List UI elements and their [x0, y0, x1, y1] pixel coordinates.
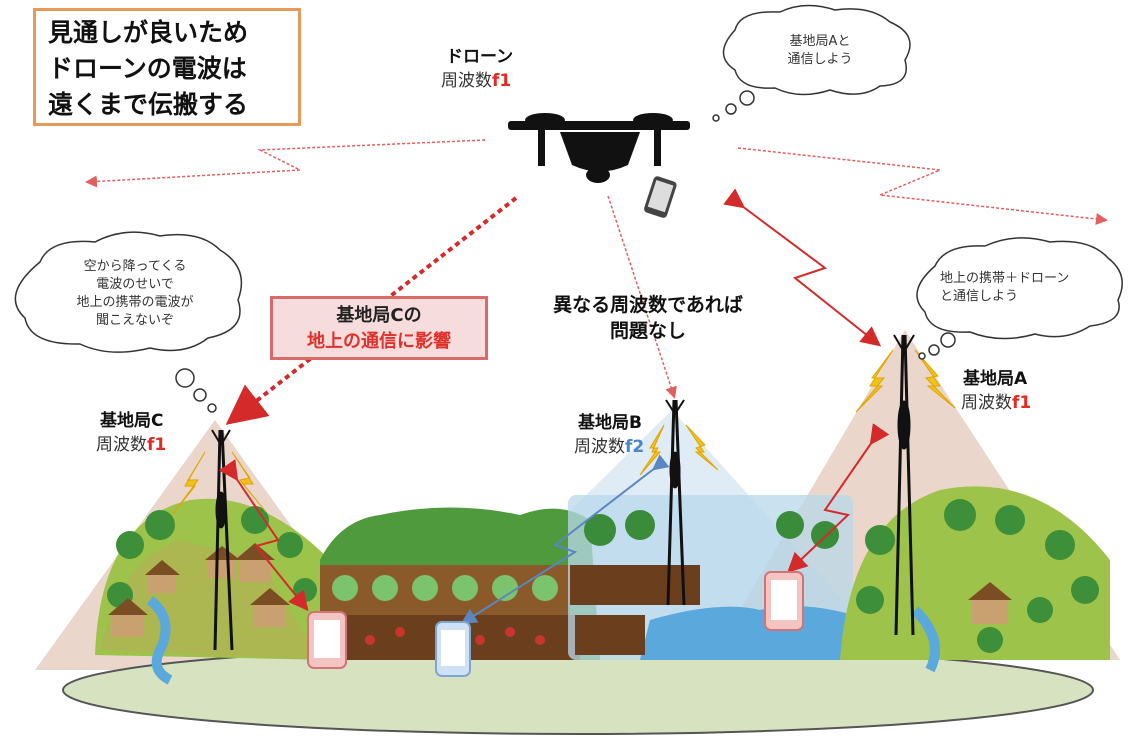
- station-c-thought-line-1: 空から降ってくる: [83, 259, 187, 274]
- headline-line-1: 見通しが良いため: [48, 18, 249, 47]
- drone-name: ドローン: [446, 47, 514, 67]
- smartphone-icon: [644, 176, 677, 218]
- station-c-thought-line-4: 聞こえないぞ: [95, 313, 174, 328]
- station-a-thought-line-1: 地上の携帯＋ドローン: [940, 271, 1070, 286]
- thought-cloud-drone: [712, 4, 911, 122]
- station-c-thought-line-3: 地上の携帯の電波が: [76, 295, 194, 310]
- impact-note-line-2: 地上の通信に影響: [307, 331, 451, 352]
- station-c-freq-label: 周波数f1: [96, 430, 166, 455]
- station-c-name: 基地局C: [100, 411, 164, 431]
- station-a-freq-label: 周波数f1: [961, 388, 1031, 413]
- drone-thought-line-2: 通信しよう: [787, 52, 853, 67]
- house-icon: [968, 582, 1012, 624]
- village-hill: [95, 498, 330, 685]
- station-a-thought-text: 地上の携帯＋ドローン と通信しよう: [940, 270, 1115, 306]
- station-a-freq-prefix: 周波数: [961, 393, 1012, 413]
- drone-thought-line-1: 基地局Aと: [789, 34, 851, 49]
- station-c-thought-text: 空から降ってくる 電波のせいで 地上の携帯の電波が 聞こえないぞ: [35, 258, 235, 330]
- station-b-area: [568, 495, 853, 660]
- station-a-phone-link: [787, 423, 890, 573]
- station-a-thought-line-2: と通信しよう: [940, 289, 1019, 304]
- station-a-freq-value: f1: [1012, 393, 1032, 413]
- drone-signal-left: [85, 139, 486, 188]
- drone-freq-label: 周波数f1: [441, 66, 511, 91]
- drone-to-a-link: [723, 188, 882, 347]
- station-b-freq-prefix: 周波数: [574, 437, 625, 457]
- center-note-line-2: 問題なし: [609, 320, 686, 342]
- station-b-freq-value: f2: [625, 437, 645, 457]
- impact-note-line-1: 基地局Cの: [336, 305, 422, 326]
- impact-note: 基地局Cの 地上の通信に影響: [270, 296, 488, 360]
- station-b-phone-link: [460, 454, 670, 625]
- station-a-name: 基地局A: [963, 369, 1028, 389]
- drone-freq-prefix: 周波数: [441, 71, 492, 91]
- headline-box: 見通しが良いため ドローンの電波は 遠くまで伝搬する: [33, 8, 301, 126]
- headline-line-3: 遠くまで伝搬する: [48, 90, 249, 119]
- forest-hill: [840, 486, 1110, 673]
- center-note: 異なる周波数であれば 問題なし: [528, 292, 768, 344]
- smartphone-icon: [435, 621, 471, 677]
- smartphone-icon: [764, 571, 804, 631]
- drone-signal-right: [737, 147, 1108, 225]
- thought-cloud-station-c: [14, 231, 243, 413]
- drone-icon: [508, 113, 690, 183]
- station-c-freq-value: f1: [147, 435, 167, 455]
- station-b-freq-label: 周波数f2: [574, 432, 644, 457]
- station-c-freq-prefix: 周波数: [96, 435, 147, 455]
- thought-cloud-station-a: [916, 237, 1123, 360]
- station-c-thought-line-2: 電波のせいで: [96, 277, 174, 292]
- drone-thought-text: 基地局Aと 通信しよう: [765, 33, 875, 69]
- center-note-line-1: 異なる周波数であれば: [553, 294, 743, 316]
- station-c-phone-link: [218, 459, 309, 612]
- station-b-name: 基地局B: [578, 413, 642, 433]
- smartphone-icon: [307, 611, 347, 669]
- drone-signal-to-b: [607, 195, 677, 399]
- headline-line-2: ドローンの電波は: [48, 54, 247, 83]
- drone-freq-value: f1: [492, 71, 512, 91]
